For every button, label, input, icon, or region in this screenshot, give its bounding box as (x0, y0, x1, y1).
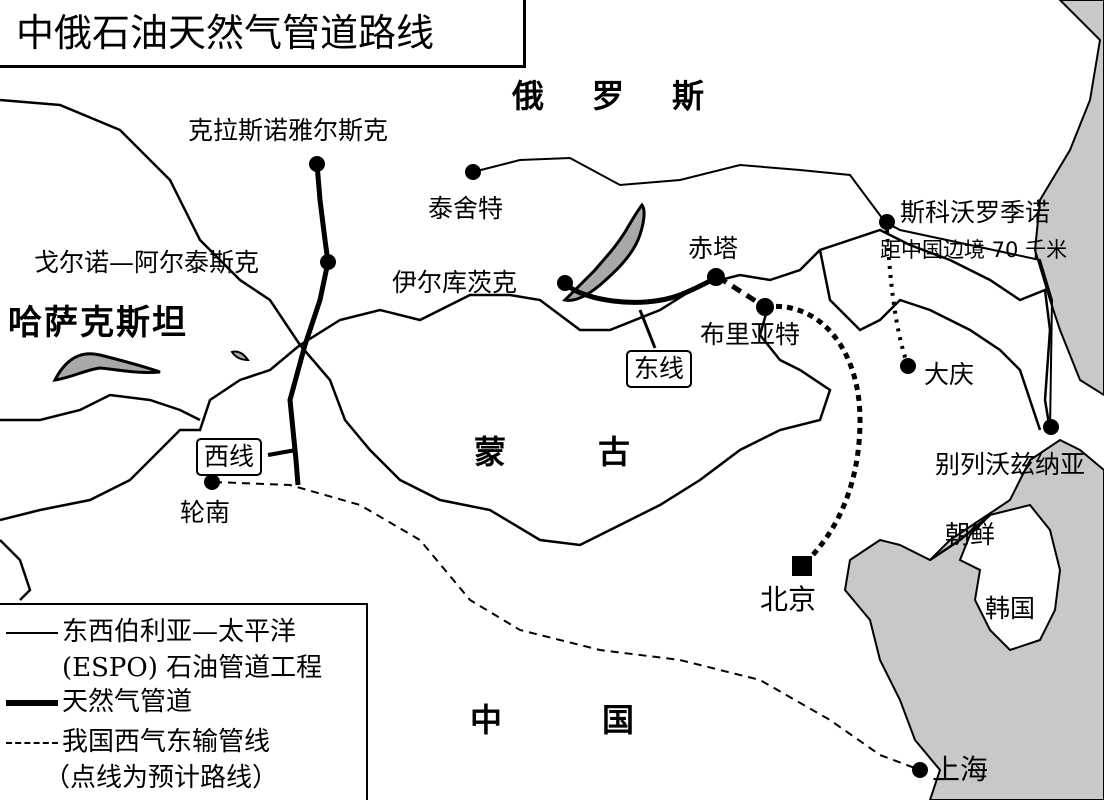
label-belinskaya: 别列沃兹纳亚 (935, 450, 1086, 479)
legend-swatch-thick-line (6, 700, 58, 706)
legend-item-gas: 天然气管道 (6, 689, 192, 715)
city-markers (204, 156, 1059, 778)
label-gorno-altaysk: 戈尔诺—阿尔泰斯克 (34, 248, 260, 277)
legend-espo-line1: 东西伯利亚—太平洋 (62, 617, 297, 647)
lake-small (230, 350, 250, 362)
korea-peninsula (958, 503, 1062, 652)
route-label-west: 西线 (196, 438, 263, 476)
sw-border (0, 539, 32, 601)
label-taishet: 泰舍特 (428, 194, 504, 223)
label-buryatia: 布里亚特 (700, 320, 801, 349)
dot-gorno-altaysk (320, 254, 336, 270)
label-skovorodino: 斯科沃罗季诺 (900, 198, 1051, 227)
gas-pipeline-east-dashed (716, 274, 767, 310)
legend-west-east-line1: 我国西气东输管线 (62, 727, 271, 757)
dot-irkutsk (557, 275, 573, 291)
dot-daqing (900, 358, 916, 374)
legend-west-east-line2: （点线为预计路线） (44, 763, 279, 793)
label-mongolia: 蒙古 (474, 433, 723, 471)
west-east-gas-line (213, 481, 921, 771)
label-shanghai: 上海 (932, 753, 989, 786)
dot-beijing (792, 556, 812, 576)
lake-balkhash (52, 352, 161, 382)
lake-baikal (561, 202, 646, 302)
dot-chita (707, 268, 725, 286)
label-south-korea: 韩国 (985, 594, 1036, 623)
sea-east (843, 438, 1104, 800)
china-west-border (0, 344, 301, 522)
dot-krasnoyarsk (309, 156, 325, 172)
label-north-korea: 朝鲜 (945, 520, 996, 549)
legend-item-west-east: 我国西气东输管线 (6, 729, 270, 755)
dot-skovorodino (879, 214, 895, 230)
gas-pipeline-east-planned (764, 303, 863, 567)
dot-shanghai (912, 762, 928, 778)
label-beijing: 北京 (760, 583, 817, 616)
gas-pipeline-west-branch (267, 448, 297, 457)
label-lunnan: 轮南 (180, 498, 231, 527)
dot-belinskaya (1043, 419, 1059, 435)
label-chita: 赤塔 (688, 234, 739, 263)
label-russia: 俄罗斯 (512, 77, 753, 115)
legend-swatch-thin-line (6, 632, 58, 634)
legend-gas-label: 天然气管道 (62, 687, 193, 717)
sea-areas (843, 0, 1104, 800)
northeast-border (818, 249, 1042, 431)
daqing-planned (885, 229, 910, 367)
route-label-east: 东线 (626, 350, 693, 388)
label-irkutsk: 伊尔库茨克 (392, 268, 518, 297)
russia-border (0, 98, 1052, 431)
kazakh-border (0, 393, 201, 422)
sea-northeast (1033, 0, 1104, 397)
map-title: 中俄石油天然气管道路线 (0, 0, 526, 68)
china-korea-border (929, 514, 991, 562)
legend-espo-line2: (ESPO) 石油管道工程 (62, 653, 323, 683)
espo-oil-pipeline (472, 156, 1054, 431)
label-daqing: 大庆 (924, 360, 975, 389)
dot-taishet (465, 164, 481, 180)
legend-swatch-dashed-line (6, 742, 58, 744)
map-legend: 东西伯利亚—太平洋 (ESPO) 石油管道工程 天然气管道 我国西气东输管线 （… (0, 603, 368, 800)
dot-lunnan (204, 474, 220, 490)
label-china: 中国 (470, 701, 735, 739)
lakes (52, 202, 646, 382)
borders (0, 98, 1052, 601)
label-skovorodino-note: 距中国边境 70 千米 (880, 238, 1068, 262)
label-kazakhstan: 哈萨克斯坦 (8, 303, 188, 343)
east-pointer (638, 309, 657, 349)
mongolia-border (299, 299, 832, 547)
gas-pipeline-west (287, 163, 331, 486)
legend-item-espo: 东西伯利亚—太平洋 (6, 619, 296, 645)
dot-buryatia (756, 298, 774, 316)
label-krasnoyarsk: 克拉斯诺雅尔斯克 (188, 116, 389, 145)
